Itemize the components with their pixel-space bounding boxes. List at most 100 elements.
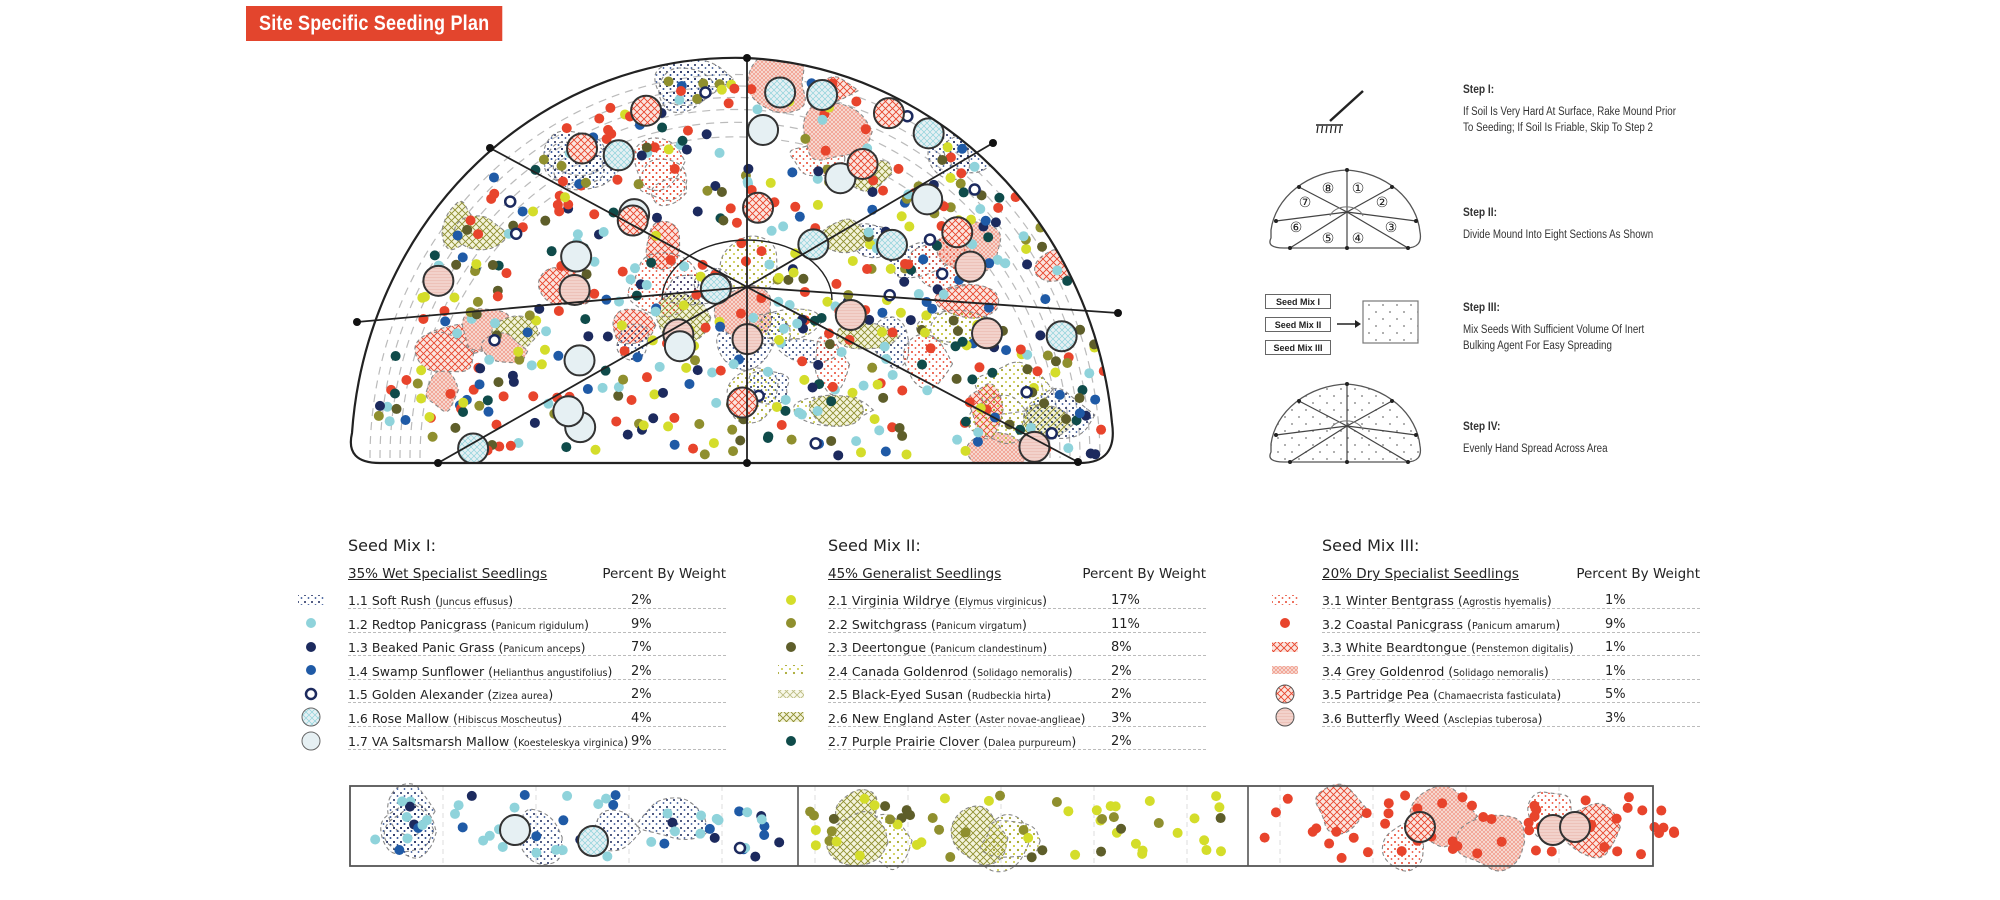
cross-hatch-olive-icon [776, 707, 806, 727]
seed-name: 1.7 VA Saltsmarsh Mallow [348, 734, 510, 750]
seed-mix-subheader: 45% Generalist Seedlings Percent By Weig… [828, 560, 1206, 582]
seed-name: 1.4 Swamp Sunflower [348, 663, 485, 679]
seed-item-row: 2.2 Switchgrass (Panicum virgatum) 11% [776, 612, 1206, 636]
stipple-red-icon [1270, 590, 1300, 610]
seed-name: 3.2 Coastal Panicgrass [1322, 616, 1464, 632]
seed-item-row: 3.3 White Beardtongue (Penstemon digital… [1270, 635, 1700, 659]
seed-scientific-name: Dalea purpureum [988, 738, 1072, 750]
seed-scientific-name: Rudbeckia hirta [971, 691, 1047, 703]
ring-navy-icon [296, 684, 326, 704]
seed-item-row: 1.5 Golden Alexander (Zizea aurea) 2% [296, 682, 726, 706]
seed-item-row: 2.3 Deertongue (Panicum clandestinum) 8% [776, 635, 1206, 659]
circle-hatch-red-icon [1270, 684, 1300, 704]
seed-scientific-name: Zizea aurea [492, 691, 549, 703]
step-4: Step IV: Evenly Hand Spread Across Area [1463, 419, 1633, 457]
seed-item-row: 2.6 New England Aster (Aster novae-angli… [776, 706, 1206, 730]
section-label-6: ⑥ [1290, 220, 1303, 236]
seed-item-row: 3.1 Winter Bentgrass (Agrostis hyemalis)… [1270, 588, 1700, 612]
seed-percent: 7% [628, 640, 655, 656]
step-1: Step I: If Soil Is Very Hard At Surface,… [1463, 82, 1714, 136]
seed-scientific-name: Asclepias tuberosa [1448, 714, 1538, 726]
section-label-3: ③ [1385, 220, 1398, 236]
mound-section-lines [349, 54, 1122, 467]
mix-box-seed-mix-2: Seed Mix II [1265, 317, 1331, 332]
seed-name: 1.2 Redtop Panicgrass [348, 616, 487, 632]
seed-mix-2-legend: Seed Mix II: 45% Generalist Seedlings Pe… [776, 536, 1206, 753]
section-label-5: ⑤ [1322, 231, 1335, 247]
step-1-text-line-2: To Seeding; If Soil Is Friable, Skip To … [1463, 122, 1654, 134]
seed-percent: 2% [628, 687, 655, 703]
seed-item-row: 1.1 Soft Rush (Juncus effusus) 2% [296, 588, 726, 612]
dot-blue-icon [296, 660, 326, 680]
seed-percent: 9% [1602, 616, 1629, 632]
dot-yellowgreen-icon [776, 590, 806, 610]
seed-percent: 2% [628, 663, 655, 679]
step-1-text-line-1: If Soil Is Very Hard At Surface, Rake Mo… [1463, 106, 1676, 118]
seed-name: 2.1 Virginia Wildrye [828, 593, 951, 609]
seed-scientific-name: Solidago nemoralis [1453, 667, 1544, 679]
seed-scientific-name: Juncus effusus [439, 597, 509, 609]
seed-scientific-name: Penstemon digitalis [1475, 644, 1569, 656]
seed-mix-strip [349, 783, 1680, 873]
circle-pale-icon [296, 731, 326, 751]
seed-percent: 8% [1108, 640, 1135, 656]
seed-item-row: 3.5 Partridge Pea (Chamaecrista fasticul… [1270, 682, 1700, 706]
step-3-text-line-1: Mix Seeds With Sufficient Volume Of Iner… [1463, 324, 1645, 336]
dot-lightblue-icon [296, 613, 326, 633]
seed-name: 2.7 Purple Prairie Clover [828, 734, 980, 750]
seed-name: 2.2 Switchgrass [828, 616, 927, 632]
seed-percent: 3% [1108, 710, 1135, 726]
seed-percent: 2% [1108, 687, 1135, 703]
seed-item-row: 1.7 VA Saltsmarsh Mallow (Koesteleskya v… [296, 729, 726, 753]
mound-plan [350, 57, 1113, 464]
dot-navy-icon [296, 637, 326, 657]
seed-mix-1-legend: Seed Mix I: 35% Wet Specialist Seedlings… [296, 536, 726, 753]
dot-teal-icon [776, 731, 806, 751]
seed-scientific-name: Hibiscus Moscheutus [457, 714, 558, 726]
seed-name: 2.3 Deertongue [828, 640, 927, 656]
seed-mix-subtitle: 35% Wet Specialist Seedlings [348, 566, 548, 582]
seed-scientific-name: Solidago nemoralis [977, 667, 1068, 679]
step-2-heading: Step II: [1463, 205, 1498, 219]
seed-scientific-name: Aster novae-anglieae [979, 714, 1081, 726]
seed-name: 2.4 Canada Goldenrod [828, 663, 969, 679]
seed-name: 3.3 White Beardtongue [1322, 640, 1467, 656]
stipple-navy-icon [296, 590, 326, 610]
section-label-7: ⑦ [1299, 195, 1312, 211]
seed-item-row: 2.5 Black-Eyed Susan (Rudbeckia hirta) 2… [776, 682, 1206, 706]
fine-hatch-red-icon [1270, 660, 1300, 680]
seed-percent: 1% [1602, 640, 1629, 656]
percent-by-weight-header: Percent By Weight [1082, 566, 1206, 582]
seed-scientific-name: Koesteleskya virginica [518, 738, 624, 750]
seed-scientific-name: Elymus virginicus [959, 597, 1043, 609]
seed-name: 3.4 Grey Goldenrod [1322, 663, 1445, 679]
seed-scientific-name: Panicum virgatum [935, 620, 1022, 632]
seed-name: 3.6 Butterfly Weed [1322, 710, 1440, 726]
seed-item-row: 3.6 Butterfly Weed (Asclepias tuberosa) … [1270, 706, 1700, 730]
dot-darkolive-icon [776, 637, 806, 657]
seed-percent: 3% [1602, 710, 1629, 726]
percent-by-weight-header: Percent By Weight [602, 566, 726, 582]
seed-percent: 11% [1108, 616, 1143, 632]
seed-scientific-name: Helianthus angustifolius [492, 667, 608, 679]
mix-box-seed-mix-3: Seed Mix III [1265, 340, 1331, 355]
seed-name: 3.1 Winter Bentgrass [1322, 593, 1454, 609]
step-4-text-line-1: Evenly Hand Spread Across Area [1463, 443, 1608, 455]
seed-scientific-name: Panicum anceps [503, 644, 581, 656]
section-label-4: ④ [1352, 231, 1365, 247]
page-title: Site Specific Seeding Plan [246, 6, 503, 41]
fine-hatch-olive-icon [776, 684, 806, 704]
section-label-8: ⑧ [1322, 181, 1335, 197]
section-label-2: ② [1376, 195, 1389, 211]
seed-percent: 2% [1108, 734, 1135, 750]
seed-scientific-name: Chamaecrista fasticulata [1437, 691, 1557, 703]
cross-hatch-red-icon [1270, 637, 1300, 657]
seed-item-row: 3.2 Coastal Panicgrass (Panicum amarum) … [1270, 612, 1700, 636]
seed-percent: 17% [1108, 593, 1143, 609]
seed-name: 1.6 Rose Mallow [348, 710, 450, 726]
seed-mix-title: Seed Mix III: [1322, 536, 1420, 555]
seed-percent: 2% [1108, 663, 1135, 679]
circle-hatch-blue-icon [296, 707, 326, 727]
step-1-heading: Step I: [1463, 82, 1495, 96]
